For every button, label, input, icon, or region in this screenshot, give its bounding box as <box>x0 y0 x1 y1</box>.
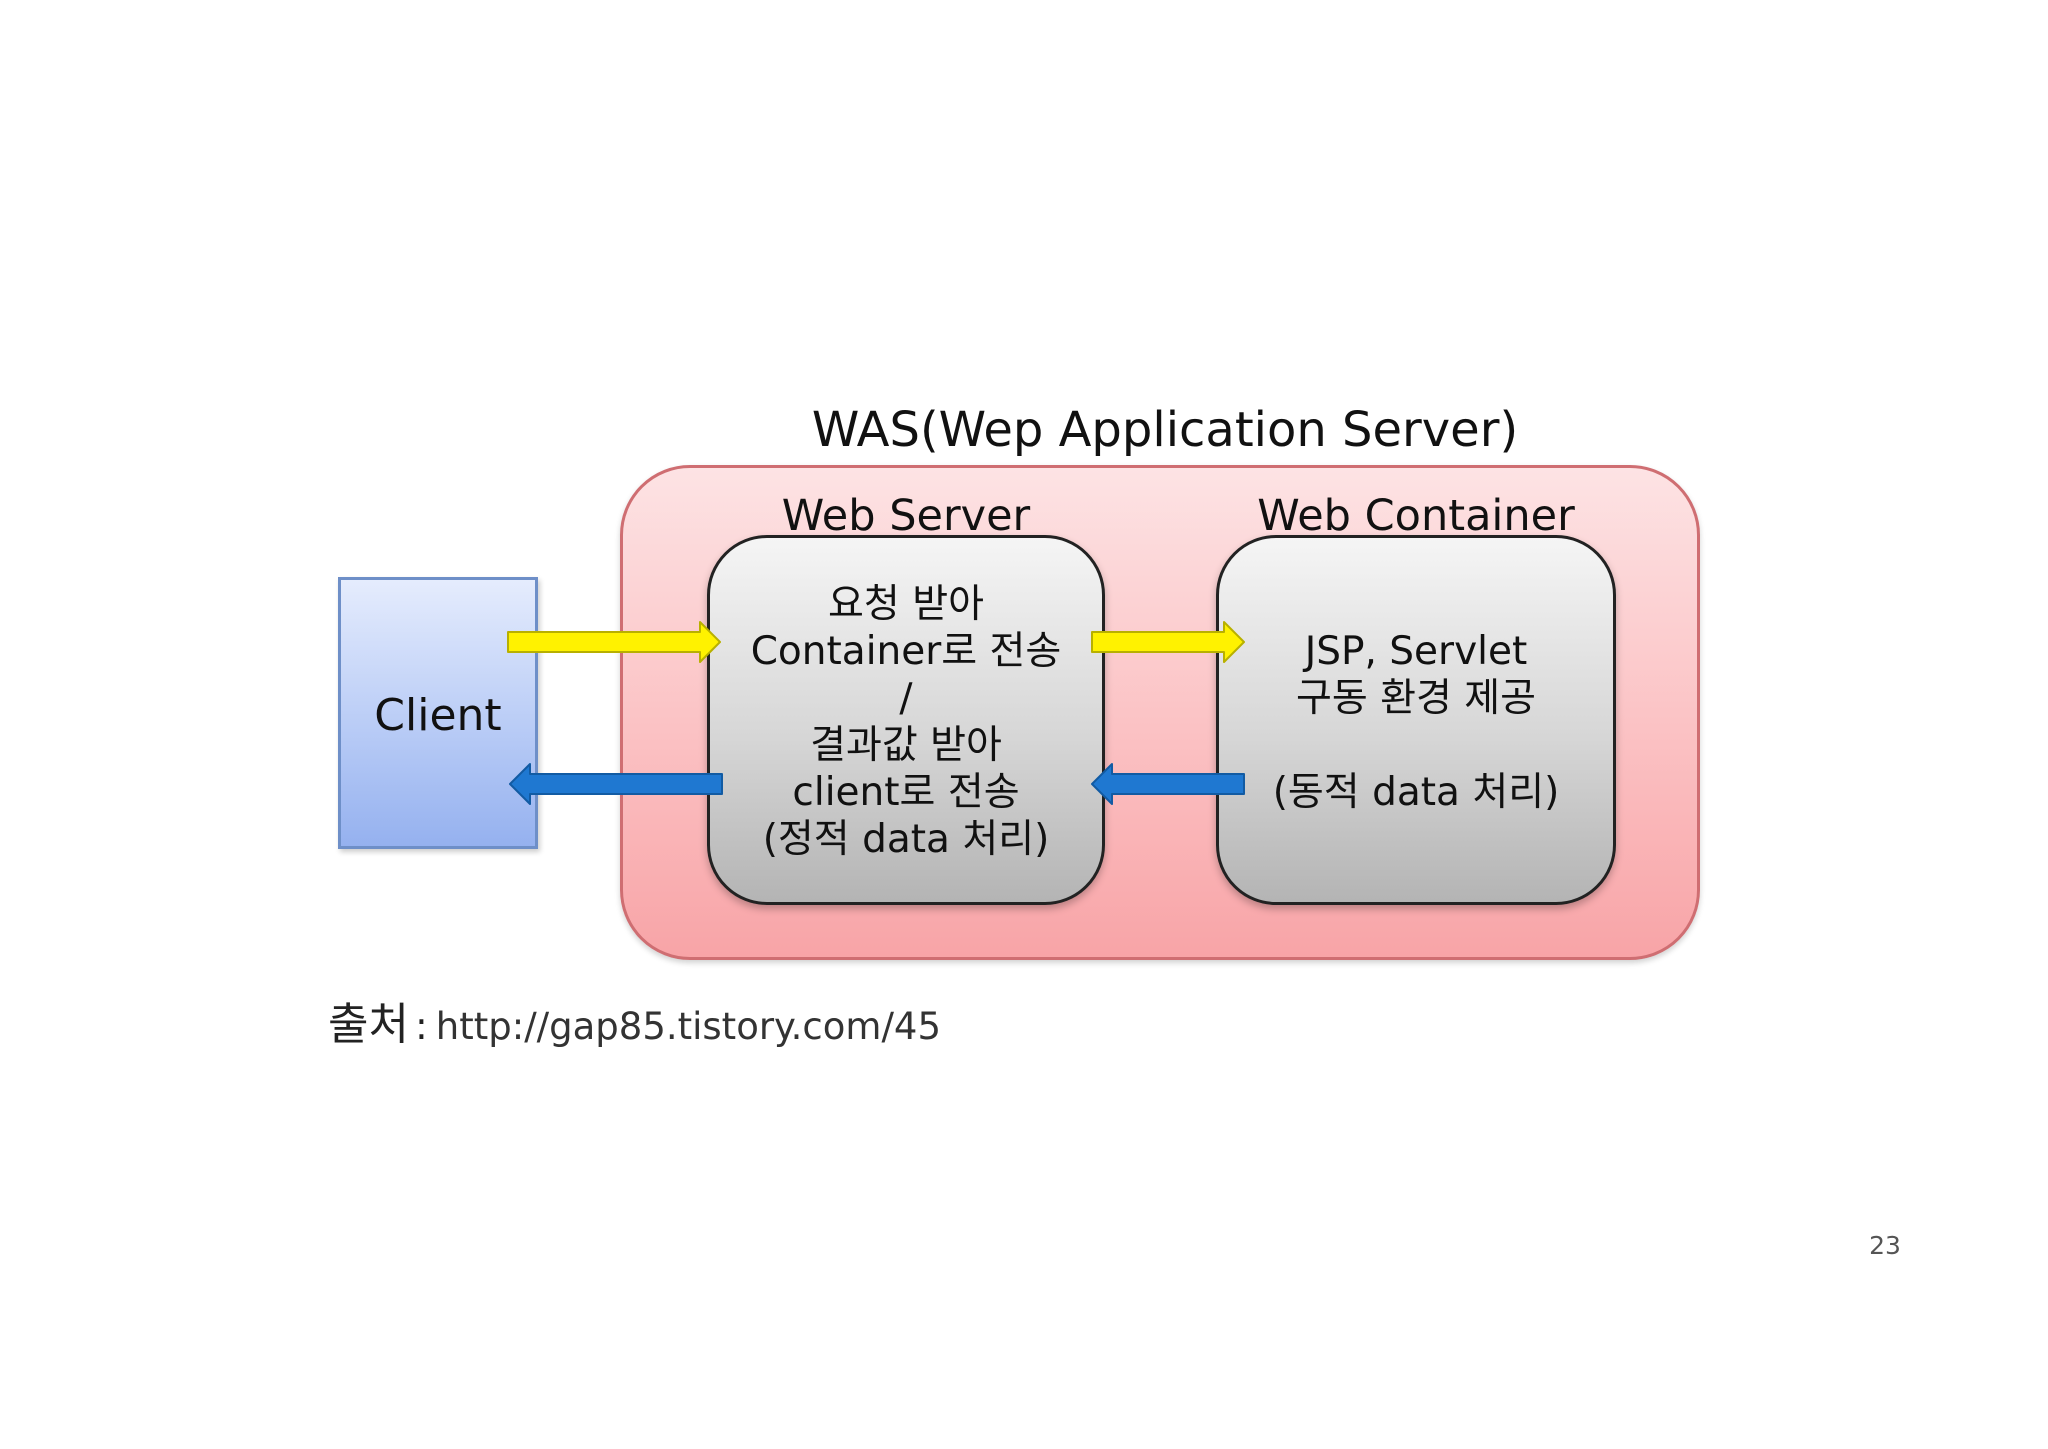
page-number: 23 <box>1869 1231 1901 1260</box>
web-server-line-6: (정적 data 처리) <box>762 817 1050 862</box>
response-arrow-server-to-client <box>509 763 723 805</box>
source-citation: 출처:http://gap85.tistory.com/45 <box>328 990 941 1060</box>
was-title: WAS(Wep Application Server) <box>811 402 1519 458</box>
client-label: Client <box>374 690 502 741</box>
web-container-line-3: (동적 data 처리) <box>1272 770 1560 815</box>
request-arrow-client-to-server <box>507 621 721 663</box>
web-server-line-3: / <box>899 676 913 721</box>
response-arrow-container-to-server <box>1091 763 1245 805</box>
source-separator: : <box>414 1004 428 1048</box>
web-container-line-1: JSP, Servlet <box>1304 629 1528 674</box>
web-server-box: 요청 받아 Container로 전송 / 결과값 받아 client로 전송 … <box>707 535 1105 905</box>
request-arrow-server-to-container <box>1091 621 1245 663</box>
source-url-link[interactable]: http://gap85.tistory.com/45 <box>435 1005 941 1048</box>
web-server-label: Web Server <box>781 491 1031 541</box>
web-server-line-5: client로 전송 <box>792 770 1020 815</box>
source-label: 출처 <box>328 999 409 1050</box>
client-box: Client <box>338 577 538 849</box>
web-container-box: JSP, Servlet 구동 환경 제공 (동적 data 처리) <box>1216 535 1616 905</box>
web-server-line-1: 요청 받아 <box>828 582 984 627</box>
web-server-line-4: 결과값 받아 <box>810 723 1002 768</box>
web-server-line-2: Container로 전송 <box>750 629 1062 674</box>
web-container-line-2: 구동 환경 제공 <box>1295 676 1537 721</box>
web-container-label: Web Container <box>1257 491 1575 541</box>
